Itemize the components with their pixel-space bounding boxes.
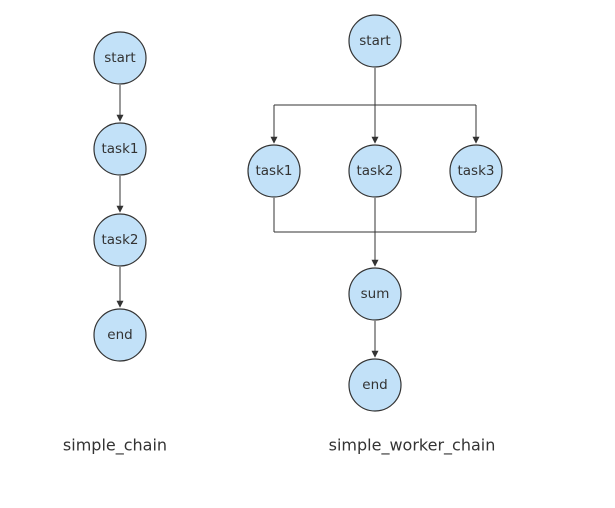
- node-label: sum: [361, 286, 390, 302]
- node-task2[interactable]: task2: [93, 213, 147, 267]
- node-label: start: [359, 33, 390, 49]
- node-task1[interactable]: task1: [93, 122, 147, 176]
- node-label: task1: [255, 163, 292, 179]
- diagram-caption: simple_chain: [63, 436, 167, 456]
- simple-worker-chain-diagram: start task1 task2 task3 sum end simple_w…: [247, 14, 503, 456]
- node-task2[interactable]: task2: [348, 144, 402, 198]
- node-end[interactable]: end: [93, 308, 147, 362]
- node-label: task2: [101, 232, 138, 248]
- node-label: end: [362, 377, 387, 393]
- node-label: task2: [356, 163, 393, 179]
- node-sum[interactable]: sum: [348, 267, 402, 321]
- node-task1[interactable]: task1: [247, 144, 301, 198]
- node-task3[interactable]: task3: [449, 144, 503, 198]
- node-label: start: [104, 50, 135, 66]
- simple-worker-chain-edges: [270, 68, 480, 358]
- node-label: task1: [101, 141, 138, 157]
- node-label: task3: [457, 163, 494, 179]
- simple-chain-diagram: start task1 task2 end simple_chain: [63, 31, 167, 456]
- node-end[interactable]: end: [348, 358, 402, 412]
- node-start[interactable]: start: [348, 14, 402, 68]
- node-start[interactable]: start: [93, 31, 147, 85]
- node-label: end: [107, 327, 132, 343]
- diagram-caption: simple_worker_chain: [329, 436, 496, 456]
